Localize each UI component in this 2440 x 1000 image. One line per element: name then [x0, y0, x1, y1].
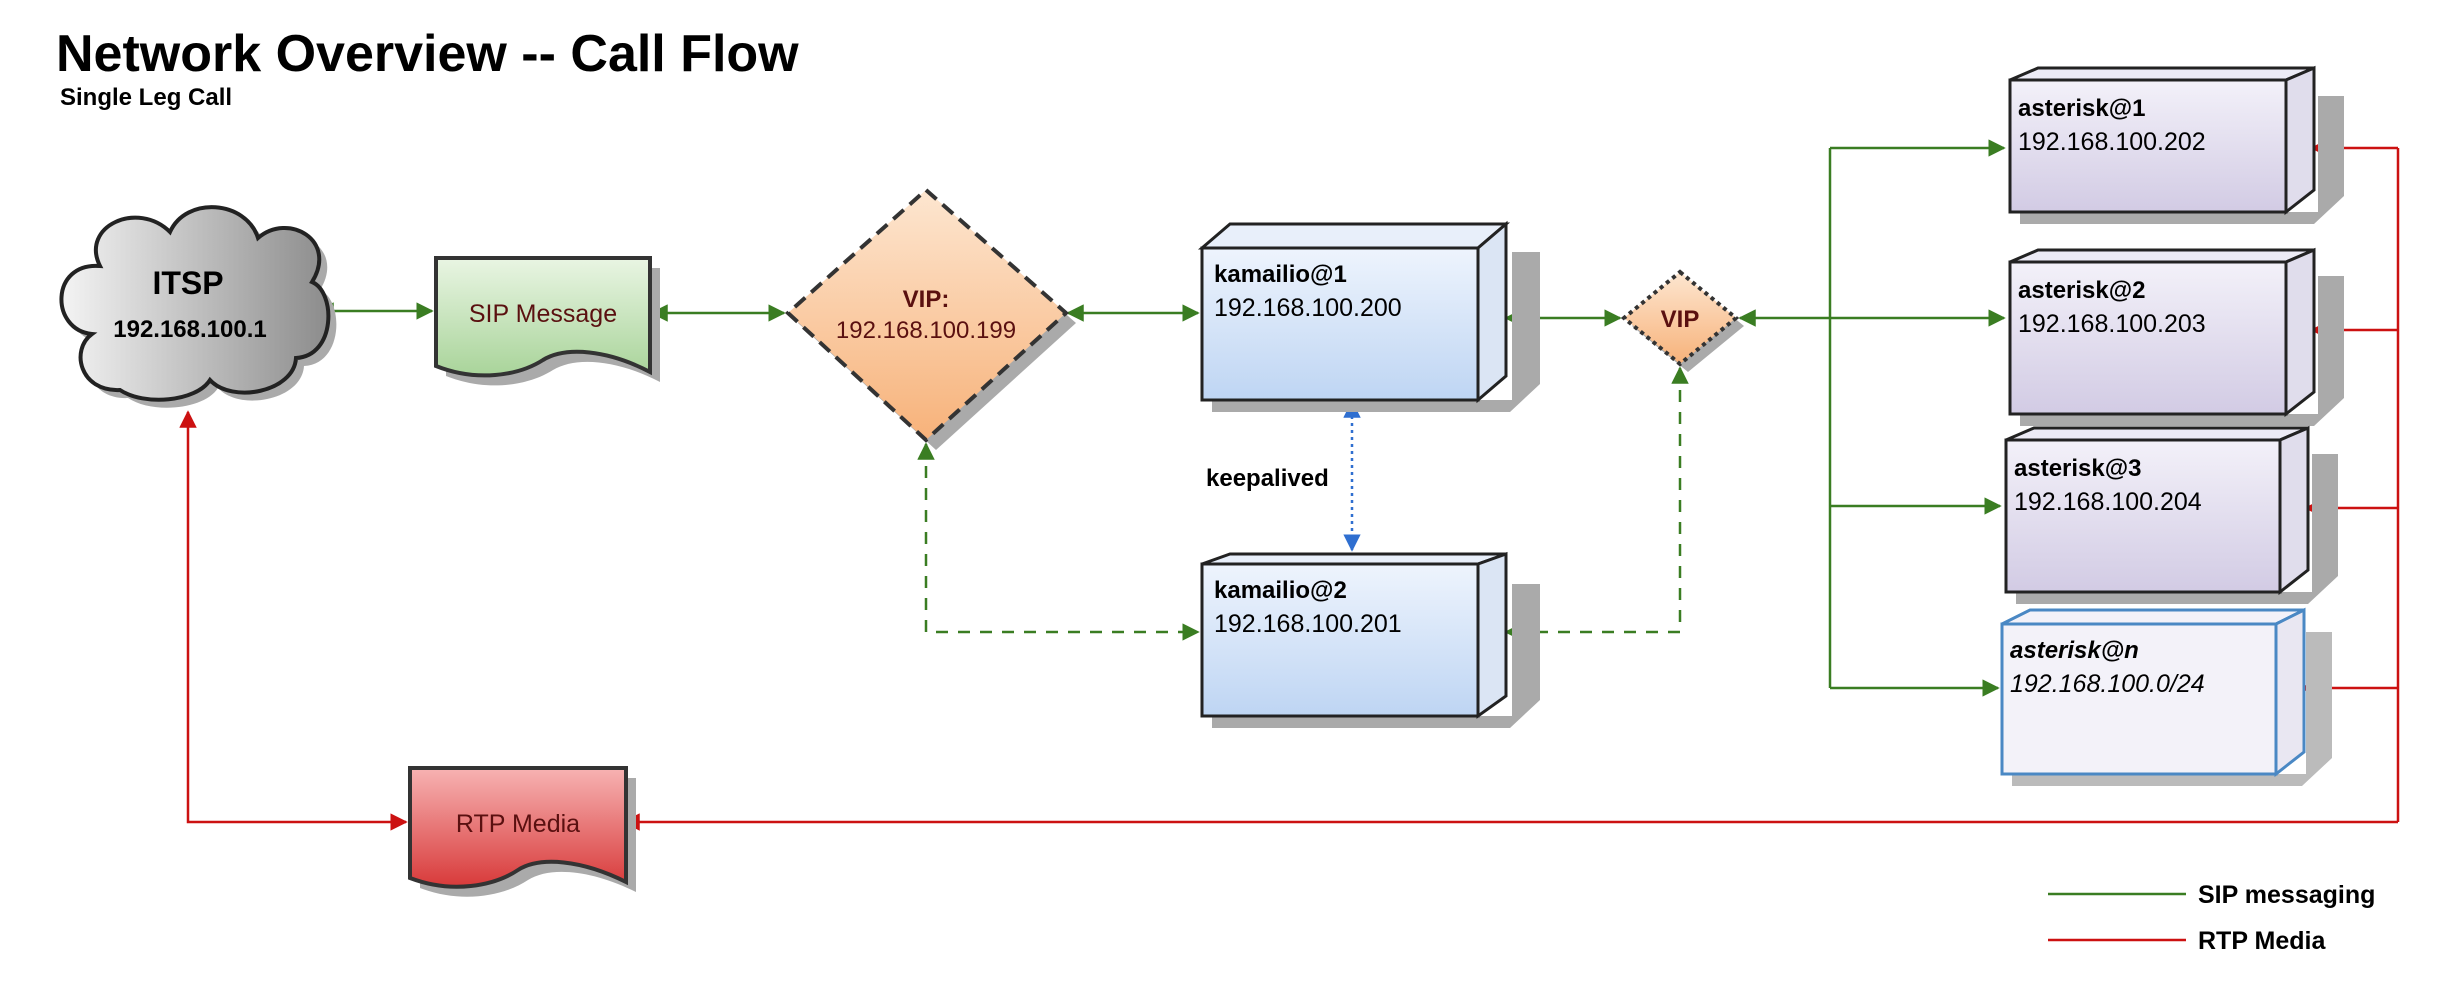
itsp-ip: 192.168.100.1 — [113, 316, 266, 343]
asterisk3-side — [2278, 425, 2310, 596]
diagram-subtitle: Single Leg Call — [60, 84, 233, 111]
vip-small-shape — [1620, 269, 1740, 367]
rtp-connectors — [179, 139, 2400, 831]
edge-rtp-media-itsp — [179, 410, 408, 831]
asterisk2-front — [2008, 260, 2288, 416]
asterisk1-side — [2284, 65, 2316, 216]
rtp-media-shape — [408, 766, 628, 889]
asterisk1-node: asterisk@1 192.168.100.202 — [2008, 65, 2344, 224]
legend-sip-label: SIP messaging — [2198, 881, 2375, 909]
kamailio1-front — [1200, 246, 1480, 402]
sip-connectors — [316, 139, 2006, 697]
asteriskn-ip: 192.168.100.0/24 — [2010, 670, 2205, 698]
vip-small-node: VIP — [1620, 269, 1744, 372]
asterisk2-top — [2009, 248, 2315, 264]
vip-small-label: VIP — [1661, 306, 1700, 333]
vip-main-ip: 192.168.100.199 — [836, 317, 1016, 344]
legend-rtp-label: RTP Media — [2198, 927, 2326, 955]
asterisk1-front — [2008, 78, 2288, 214]
sip-backup-connectors — [917, 366, 1689, 641]
asterisk2-side — [2284, 247, 2316, 418]
vip-main-shape — [785, 187, 1070, 443]
asterisk1-ip: 192.168.100.202 — [2018, 128, 2206, 156]
asterisk3-top — [2005, 426, 2309, 442]
kamailio2-side — [1476, 551, 1508, 719]
asteriskn-top — [2001, 608, 2305, 626]
diagram-title: Network Overview -- Call Flow — [56, 25, 799, 83]
asteriskn-side — [2274, 607, 2306, 778]
asterisk2-node: asterisk@2 192.168.100.203 — [2008, 247, 2344, 426]
asteriskn-front — [2000, 622, 2278, 776]
legend: SIP messaging RTP Media — [2048, 881, 2375, 955]
asteriskn-node: asterisk@n 192.168.100.0/24 — [2000, 607, 2332, 786]
asterisk3-node: asterisk@3 192.168.100.204 — [2004, 425, 2338, 604]
asterisk3-ip: 192.168.100.204 — [2014, 488, 2202, 516]
vip-main-name: VIP: — [903, 286, 950, 313]
sip-message-shape — [434, 256, 652, 378]
edge-vip-kamailio2 — [917, 442, 1200, 641]
asterisk3-front — [2004, 438, 2282, 594]
kamailio2-node: kamailio@2 192.168.100.201 — [1200, 551, 1540, 728]
kamailio1-side — [1476, 220, 1508, 404]
itsp-name: ITSP — [152, 265, 223, 301]
asteriskn-name: asterisk@n — [2010, 637, 2139, 664]
asterisk2-name: asterisk@2 — [2018, 277, 2146, 304]
kamailio2-name: kamailio@2 — [1214, 577, 1347, 604]
edge-vip-small-kamailio2 — [1504, 366, 1689, 641]
rtp-media-label: RTP Media — [456, 810, 580, 838]
kamailio2-ip: 192.168.100.201 — [1214, 610, 1402, 638]
asterisk2-ip: 192.168.100.203 — [2018, 310, 2206, 338]
vip-main-node: VIP: 192.168.100.199 — [785, 187, 1076, 450]
kamailio1-node: kamailio@1 192.168.100.200 — [1197, 220, 1540, 412]
itsp-node: ITSP 192.168.100.1 — [59, 205, 337, 408]
sip-message-node: SIP Message — [434, 256, 660, 386]
kamailio1-ip: 192.168.100.200 — [1214, 294, 1402, 322]
rtp-media-node: RTP Media — [408, 766, 636, 897]
sip-message-label: SIP Message — [469, 300, 617, 328]
kamailio2-front — [1200, 562, 1480, 718]
kamailio1-name: kamailio@1 — [1214, 261, 1347, 288]
keepalived-label: keepalived — [1206, 465, 1329, 492]
asterisk1-top — [2009, 66, 2315, 82]
itsp-cloud-shape — [59, 205, 331, 402]
asterisk1-name: asterisk@1 — [2018, 95, 2146, 122]
kamailio1-top — [1197, 222, 1511, 250]
asterisk3-name: asterisk@3 — [2014, 455, 2142, 482]
